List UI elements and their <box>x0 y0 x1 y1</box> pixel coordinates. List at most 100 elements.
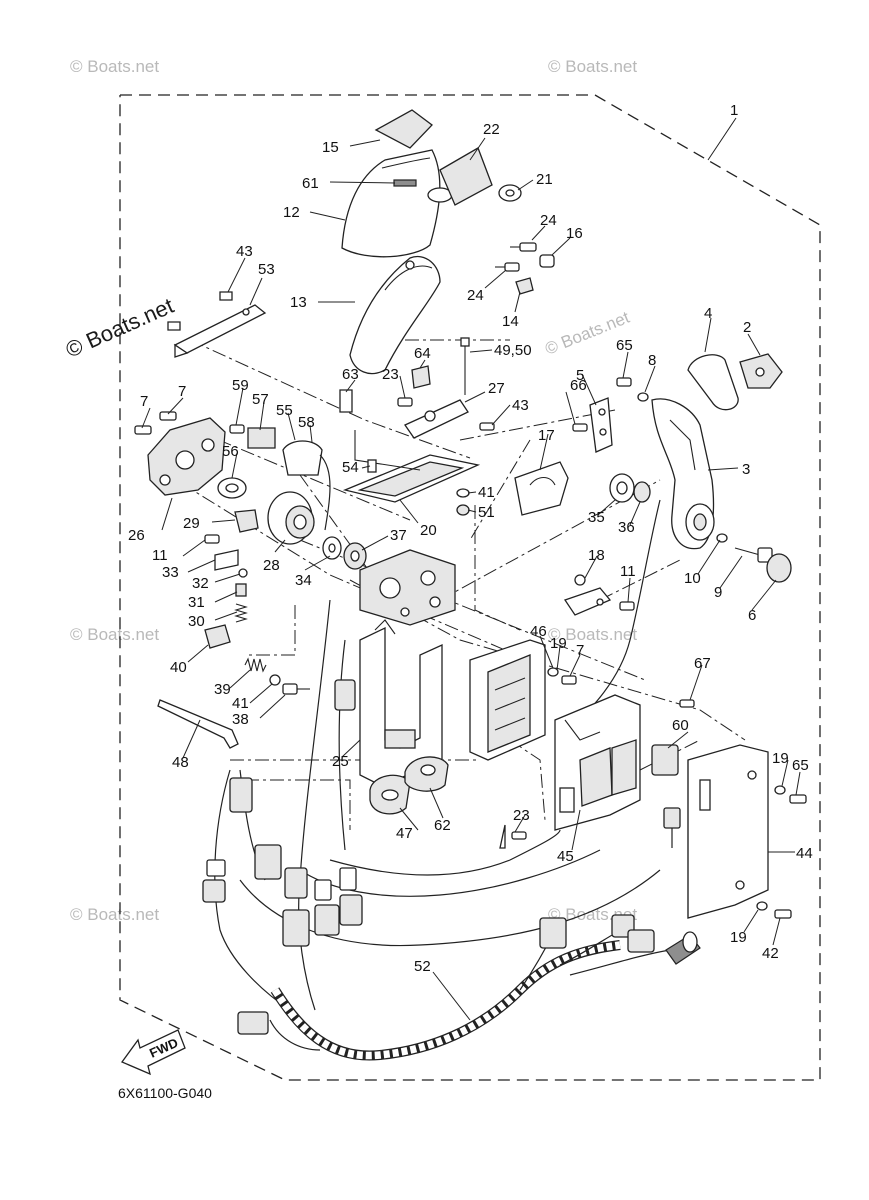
callout-20: 20 <box>420 522 437 539</box>
callout-11: 11 <box>152 547 168 564</box>
callout-16: 16 <box>566 225 583 242</box>
callout-10: 10 <box>684 570 701 587</box>
callout-59: 59 <box>232 377 249 394</box>
bracket-part-64 <box>411 365 431 389</box>
callout-34: 34 <box>295 572 312 589</box>
plate-part-57 <box>247 427 276 449</box>
center-parts <box>339 337 495 516</box>
callout-31: 31 <box>188 594 205 611</box>
watermark: © Boats.net <box>70 57 159 76</box>
shift-mechanism <box>134 411 367 570</box>
callout-45: 45 <box>557 848 574 865</box>
callout-1: 1 <box>730 102 738 119</box>
callout-38: 38 <box>232 711 249 728</box>
callout-2: 2 <box>743 319 751 336</box>
bolt-part-49-50 <box>460 337 470 395</box>
washer-part-19 <box>774 785 786 795</box>
leader-lines <box>141 117 801 1021</box>
callout-11: 11 <box>620 563 636 580</box>
callout-64: 64 <box>414 345 431 362</box>
bracket-part-29 <box>234 509 259 533</box>
washer-part-19 <box>756 901 768 911</box>
callout-55: 55 <box>276 402 293 419</box>
callout-46: 46 <box>530 623 547 640</box>
panel-part-22 <box>439 147 493 206</box>
lever-part-27 <box>404 399 469 439</box>
callout-65: 65 <box>792 757 809 774</box>
callout-25: 25 <box>332 753 349 770</box>
watermark: © Boats.net <box>548 57 637 76</box>
switch-part-55 <box>282 440 323 476</box>
plate-part-33 <box>214 549 239 571</box>
callout-44: 44 <box>796 845 813 862</box>
callout-29: 29 <box>183 515 200 532</box>
callout-9: 9 <box>714 584 722 601</box>
callout-5: 5 <box>576 367 584 384</box>
callout-24: 24 <box>467 287 484 304</box>
indicator-part-61 <box>393 179 417 187</box>
callout-7: 7 <box>140 393 148 410</box>
nut-part-51 <box>456 504 470 516</box>
bracket-part-17 <box>514 461 569 516</box>
assembly-boundary <box>119 94 821 1081</box>
bolt-part-9 <box>734 547 773 563</box>
callout-24: 24 <box>540 212 557 229</box>
watermark: © Boats.net <box>70 905 159 924</box>
screw-part-24 <box>510 242 537 252</box>
clip-part-14 <box>515 277 534 295</box>
screw-part-67 <box>679 699 695 708</box>
screw-part-65 <box>789 794 807 804</box>
callout-27: 27 <box>488 380 505 397</box>
knob-part-16 <box>539 254 555 268</box>
callout-3: 3 <box>742 461 750 478</box>
callout-43: 43 <box>512 397 529 414</box>
callout-23: 23 <box>513 807 530 824</box>
screw-part-42 <box>774 909 792 919</box>
watermark: © Boats.net <box>548 625 637 644</box>
callout-43: 43 <box>236 243 253 260</box>
pin-part-31 <box>235 583 247 597</box>
callout-58: 58 <box>298 414 315 431</box>
washer-part-10 <box>716 533 728 543</box>
washer-part-41 <box>456 488 470 498</box>
callout-28: 28 <box>263 557 280 574</box>
callout-19: 19 <box>772 750 789 767</box>
ring-part-36 <box>633 481 651 503</box>
watermark: © Boats.net <box>70 625 159 644</box>
screw-part-7 <box>561 675 577 685</box>
callout-33: 33 <box>162 564 179 581</box>
cap-part-6 <box>766 553 792 583</box>
callout-37: 37 <box>390 527 407 544</box>
callout-60: 60 <box>672 717 689 734</box>
callout-36: 36 <box>618 519 635 536</box>
callout-15: 15 <box>322 139 339 156</box>
handle-cover-assembly <box>341 109 555 375</box>
connectors <box>202 679 701 1035</box>
screw-part-24 <box>495 262 520 272</box>
fwd-arrow: FWD <box>120 1029 186 1076</box>
callout-52: 52 <box>414 958 431 975</box>
screw-part-11 <box>204 534 220 544</box>
callout-47: 47 <box>396 825 413 842</box>
callout-66: 66 <box>570 377 587 394</box>
switch-box-part-45 <box>554 694 641 831</box>
callout-labels: 1 2 3 4 5 6 7 7 7 8 9 10 11 11 12 13 14 … <box>128 102 813 975</box>
control-block <box>359 549 456 635</box>
callout-39: 39 <box>214 681 231 698</box>
callout-21: 21 <box>536 171 553 188</box>
callout-12: 12 <box>283 204 300 221</box>
screw-part-66 <box>572 423 588 432</box>
callout-40: 40 <box>170 659 187 676</box>
spring-part-30 <box>234 603 248 623</box>
screw-part-43 <box>479 422 495 431</box>
grip-part-4 <box>687 354 739 411</box>
callout-35: 35 <box>588 509 605 526</box>
washer-part-41 <box>269 674 281 686</box>
callout-14: 14 <box>502 313 519 330</box>
callout-7: 7 <box>178 383 186 400</box>
callout-67: 67 <box>694 655 711 672</box>
callout-65: 65 <box>616 337 633 354</box>
spring-part-39 <box>244 657 267 673</box>
holder-part-40 <box>204 624 231 649</box>
